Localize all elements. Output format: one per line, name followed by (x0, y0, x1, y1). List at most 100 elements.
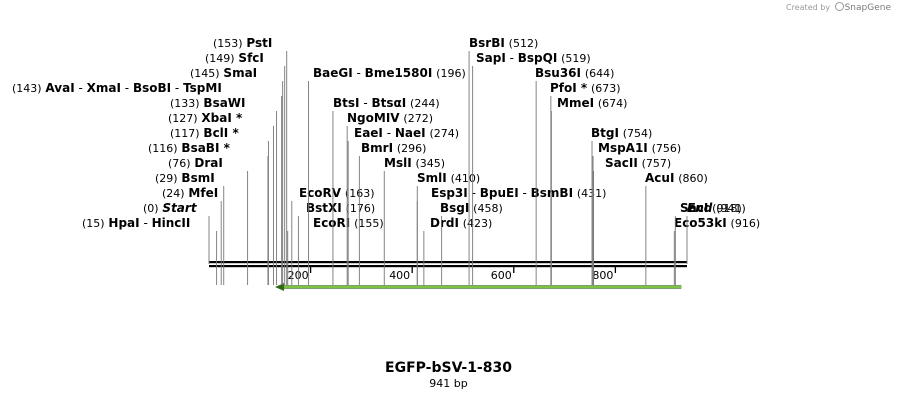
site-enzyme-name: DraI (194, 156, 222, 170)
site-position-number: (116) (148, 142, 178, 155)
site-label: Bsu36I (644) (535, 66, 614, 80)
site-enzyme-name: TspMI (183, 81, 222, 95)
site-enzyme-name: EaeI (354, 126, 383, 140)
site-position-number: (244) (410, 97, 440, 110)
site-enzyme-name: Start (162, 201, 197, 215)
site-label: (15) HpaI - HincII (82, 216, 190, 230)
site-enzyme-name: SmlI (417, 171, 447, 185)
site-position-number: (127) (168, 112, 198, 125)
site-label: MspA1I (756) (598, 141, 681, 155)
site-label: SmlI (410) (417, 171, 480, 185)
site-label: (127) XbaI * (168, 111, 243, 125)
site-enzyme-name: Bsu36I (535, 66, 581, 80)
site-enzyme-name: HpaI (108, 216, 139, 230)
site-label: DrdI (423) (430, 216, 492, 230)
egfp-feature-arrow (284, 286, 682, 288)
site-enzyme-name: SacII (605, 156, 638, 170)
credit-prefix: Created by (786, 3, 831, 12)
site-enzyme-name: Eco53kI (674, 216, 727, 230)
site-label: (116) BsaBI * (148, 141, 231, 155)
site-enzyme-name: HincII (152, 216, 191, 230)
site-enzyme-name: XbaI * (201, 111, 243, 125)
site-enzyme-name: End (687, 201, 713, 215)
site-position-number: (458) (473, 202, 503, 215)
site-position-number: (145) (190, 67, 220, 80)
site-position-number: (860) (678, 172, 708, 185)
site-label: (133) BsaWI (170, 96, 246, 110)
sequence-ruler-top (209, 261, 687, 264)
site-position-number: (274) (429, 127, 459, 140)
site-position-number: (916) (731, 217, 761, 230)
sequence-ruler-bottom (209, 265, 687, 268)
site-label: EcoRI (155) (313, 216, 384, 230)
site-label: End (941) (687, 201, 746, 215)
site-position-number: (155) (354, 217, 384, 230)
site-enzyme-name: AvaI (45, 81, 74, 95)
site-label: BstXI (176) (306, 201, 375, 215)
site-label: EcoRV (163) (299, 186, 375, 200)
site-label: EaeI - NaeI (274) (354, 126, 459, 140)
site-position-number: (941) (716, 202, 746, 215)
site-label: (145) SmaI (190, 66, 257, 80)
site-position-number: (644) (585, 67, 615, 80)
site-enzyme-name: SapI (476, 51, 506, 65)
site-position-number: (176) (346, 202, 376, 215)
site-enzyme-name: SfcI (238, 51, 263, 65)
site-enzyme-name: AcuI (645, 171, 674, 185)
site-label: BtsI - BtsαI (244) (333, 96, 440, 110)
site-position-number: (149) (205, 52, 235, 65)
site-label: BsrBI (512) (469, 36, 538, 50)
site-label: NgoMIV (272) (347, 111, 433, 125)
site-position-number: (24) (162, 187, 185, 200)
site-enzyme-name: EcoRV (299, 186, 342, 200)
site-enzyme-name: EcoRI (313, 216, 350, 230)
site-label: (24) MfeI (162, 186, 218, 200)
site-label: MmeI (674) (557, 96, 627, 110)
site-position-number: (117) (170, 127, 200, 140)
site-enzyme-name: BstXI (306, 201, 342, 215)
site-enzyme-name: BtsI (333, 96, 360, 110)
site-enzyme-name: BclI * (203, 126, 239, 140)
site-position-number: (512) (509, 37, 539, 50)
site-label: (76) DraI (168, 156, 223, 170)
snapgene-logo-icon (834, 2, 844, 11)
site-enzyme-name: BpuEI (480, 186, 519, 200)
plasmid-name: EGFP-bSV-1-830 (385, 360, 512, 376)
credit-brand: SnapGene (844, 3, 891, 13)
plasmid-length: 941 bp (429, 377, 468, 390)
site-label: (117) BclI * (170, 126, 239, 140)
axis-tick-label: 600 (491, 269, 512, 282)
site-position-number: (757) (642, 157, 672, 170)
site-label: (149) SfcI (205, 51, 264, 65)
site-position-number: (674) (598, 97, 628, 110)
site-label: MslI (345) (384, 156, 445, 170)
site-enzyme-name: BaeGI (313, 66, 353, 80)
site-position-number: (133) (170, 97, 200, 110)
site-enzyme-name: BsaWI (203, 96, 245, 110)
site-enzyme-name: BsmI (181, 171, 214, 185)
site-enzyme-name: MslI (384, 156, 412, 170)
snapgene-credit: Created by SnapGene (786, 2, 891, 13)
site-position-number: (918) (712, 202, 742, 215)
site-label: (29) BsmI (155, 171, 215, 185)
site-position-number: (410) (451, 172, 481, 185)
site-position-number: (143) (12, 82, 42, 95)
site-enzyme-name: MspA1I (598, 141, 648, 155)
site-enzyme-name: BsoBI (133, 81, 171, 95)
site-label: BsgI (458) (440, 201, 503, 215)
site-enzyme-name: BmrI (361, 141, 393, 155)
axis-tick-label: 400 (389, 269, 410, 282)
site-enzyme-name: SmaI (223, 66, 257, 80)
site-enzyme-name: BsrBI (469, 36, 505, 50)
site-position-number: (196) (436, 67, 466, 80)
site-label: (143) AvaI - XmaI - BsoBI - TspMI (12, 81, 222, 95)
site-position-number: (272) (403, 112, 433, 125)
site-position-number: (15) (82, 217, 105, 230)
site-position-number: (423) (463, 217, 493, 230)
site-label: SacI (918) (680, 201, 742, 215)
site-position-number: (296) (397, 142, 427, 155)
site-enzyme-name: BsgI (440, 201, 469, 215)
site-enzyme-name: Bme1580I (365, 66, 433, 80)
axis-tick-label: 800 (592, 269, 613, 282)
